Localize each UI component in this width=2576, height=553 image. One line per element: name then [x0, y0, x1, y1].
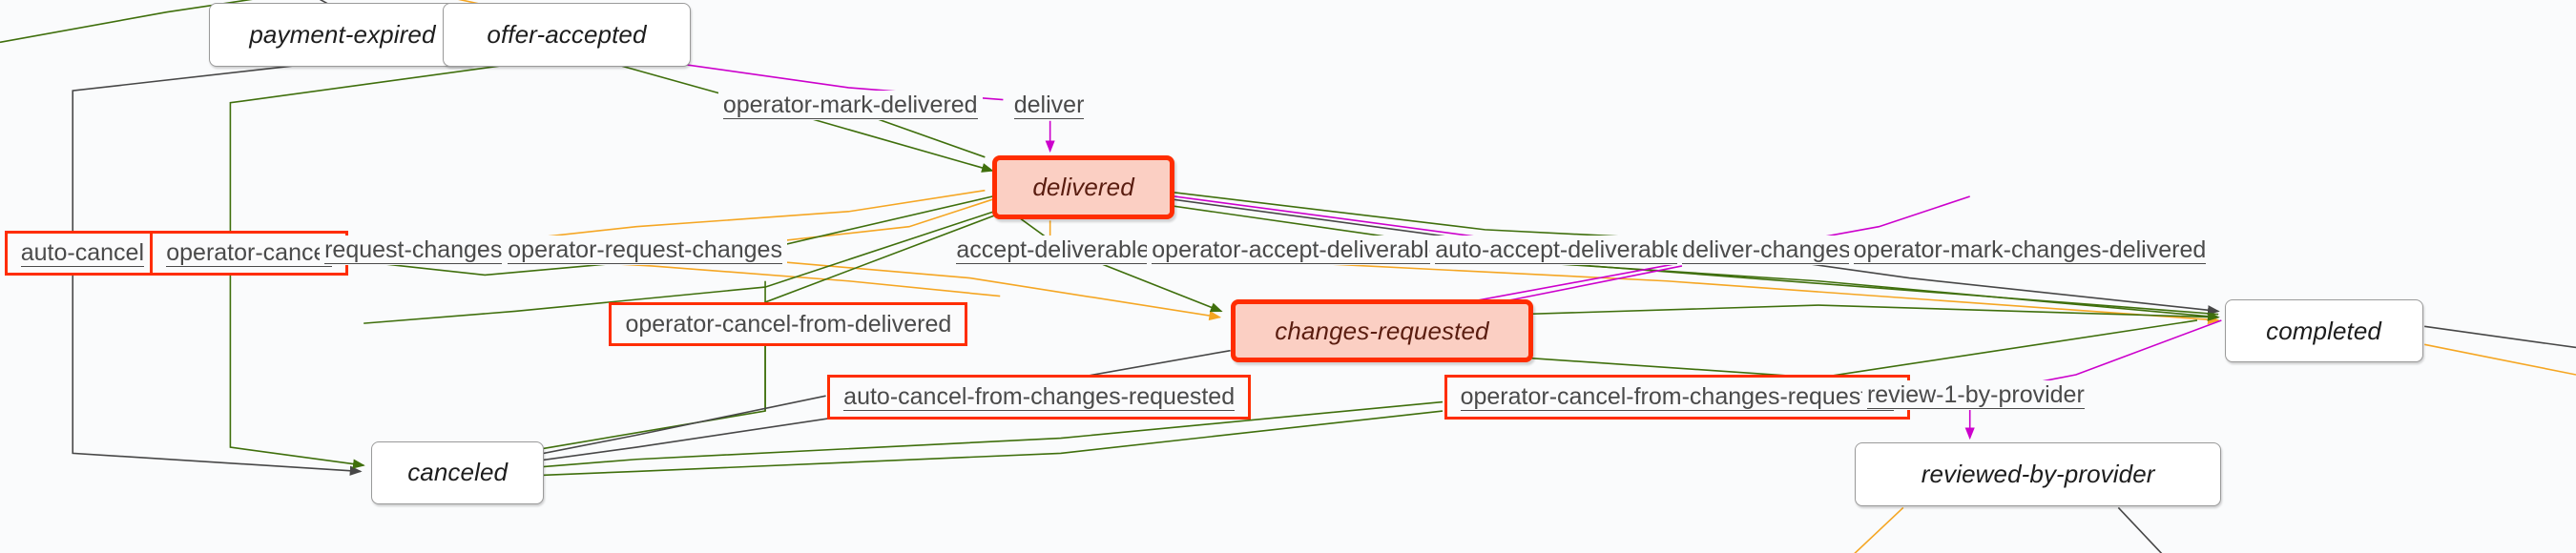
- graph-edge: [2118, 507, 2167, 553]
- edge-label-text: accept-deliverable: [956, 236, 1151, 265]
- state-node-label: changes-requested: [1275, 316, 1489, 345]
- edge-label-text: deliver-changes: [1682, 236, 1851, 265]
- edge-label-operator-request-changes[interactable]: operator-request-changes: [503, 236, 787, 266]
- edge-label-auto-accept-deliverable[interactable]: auto-accept-deliverable: [1430, 236, 1689, 266]
- graph-edge: [1849, 507, 1903, 553]
- edge-label-auto-cancel-from-changes-requested[interactable]: auto-cancel-from-changes-requested: [827, 375, 1252, 420]
- edge-label-text: operator-cancel-from-delivered: [625, 310, 952, 338]
- edge-label-operator-accept-deliverable[interactable]: operator-accept-deliverable: [1147, 236, 1447, 266]
- edge-label-text: auto-cancel-from-changes-requested: [843, 383, 1236, 411]
- state-node-canceled[interactable]: canceled: [371, 440, 545, 505]
- edge-label-review-1-by-provider[interactable]: review-1-by-provider: [1861, 380, 2089, 411]
- edge-label-text: operator-mark-delivered: [722, 92, 978, 120]
- edge-label-operator-cancel-from-changes-requested[interactable]: operator-cancel-from-changes-requested: [1444, 375, 1910, 420]
- state-node-delivered[interactable]: delivered: [992, 155, 1174, 219]
- edge-label-operator-cancel[interactable]: operator-cancel: [150, 231, 348, 276]
- edge-label-text: operator-mark-changes-delivered: [1853, 236, 2207, 265]
- graph-edge: [2424, 326, 2576, 347]
- state-node-payment-expired[interactable]: payment-expired: [209, 3, 476, 67]
- state-node-changes-requested[interactable]: changes-requested: [1230, 298, 1534, 363]
- edge-label-text: deliver: [1013, 92, 1085, 120]
- edge-label-text: review-1-by-provider: [1866, 381, 2085, 410]
- edge-label-accept-deliverable[interactable]: accept-deliverable: [951, 236, 1155, 266]
- edge-label-text: operator-request-changes: [508, 236, 782, 265]
- state-node-completed[interactable]: completed: [2224, 298, 2423, 363]
- edge-label-request-changes[interactable]: request-changes: [320, 236, 508, 266]
- edge-label-text: operator-accept-deliverable: [1152, 236, 1443, 265]
- edge-label-deliver[interactable]: deliver: [1008, 91, 1090, 121]
- edge-label-text: auto-accept-deliverable: [1435, 236, 1684, 265]
- edge-label-text: request-changes: [324, 236, 503, 265]
- graph-edge: [1422, 305, 2218, 317]
- edge-label-text: auto-cancel: [20, 239, 144, 268]
- state-node-offer-accepted[interactable]: offer-accepted: [442, 3, 692, 67]
- edge-label-text: operator-cancel-from-changes-requested: [1460, 383, 1894, 411]
- graph-edge: [2424, 344, 2576, 375]
- state-node-label: canceled: [407, 458, 509, 487]
- edge-label-auto-cancel[interactable]: auto-cancel: [4, 231, 160, 276]
- state-node-label: completed: [2266, 316, 2381, 345]
- edge-label-operator-mark-delivered[interactable]: operator-mark-delivered: [717, 91, 983, 121]
- graph-edge: [1419, 320, 2197, 378]
- edge-label-operator-mark-changes-delivered[interactable]: operator-mark-changes-delivered: [1848, 236, 2212, 266]
- state-node-label: delivered: [1032, 172, 1134, 201]
- state-node-label: payment-expired: [249, 19, 436, 49]
- state-node-label: reviewed-by-provider: [1921, 460, 2155, 489]
- state-node-reviewed-by-provider[interactable]: reviewed-by-provider: [1855, 442, 2222, 506]
- graph-edge: [482, 411, 1443, 485]
- edge-label-text: operator-cancel: [166, 239, 332, 268]
- state-node-label: offer-accepted: [487, 19, 647, 49]
- edge-label-deliver-changes[interactable]: deliver-changes: [1677, 236, 1856, 266]
- edge-label-operator-cancel-from-delivered[interactable]: operator-cancel-from-delivered: [609, 301, 968, 346]
